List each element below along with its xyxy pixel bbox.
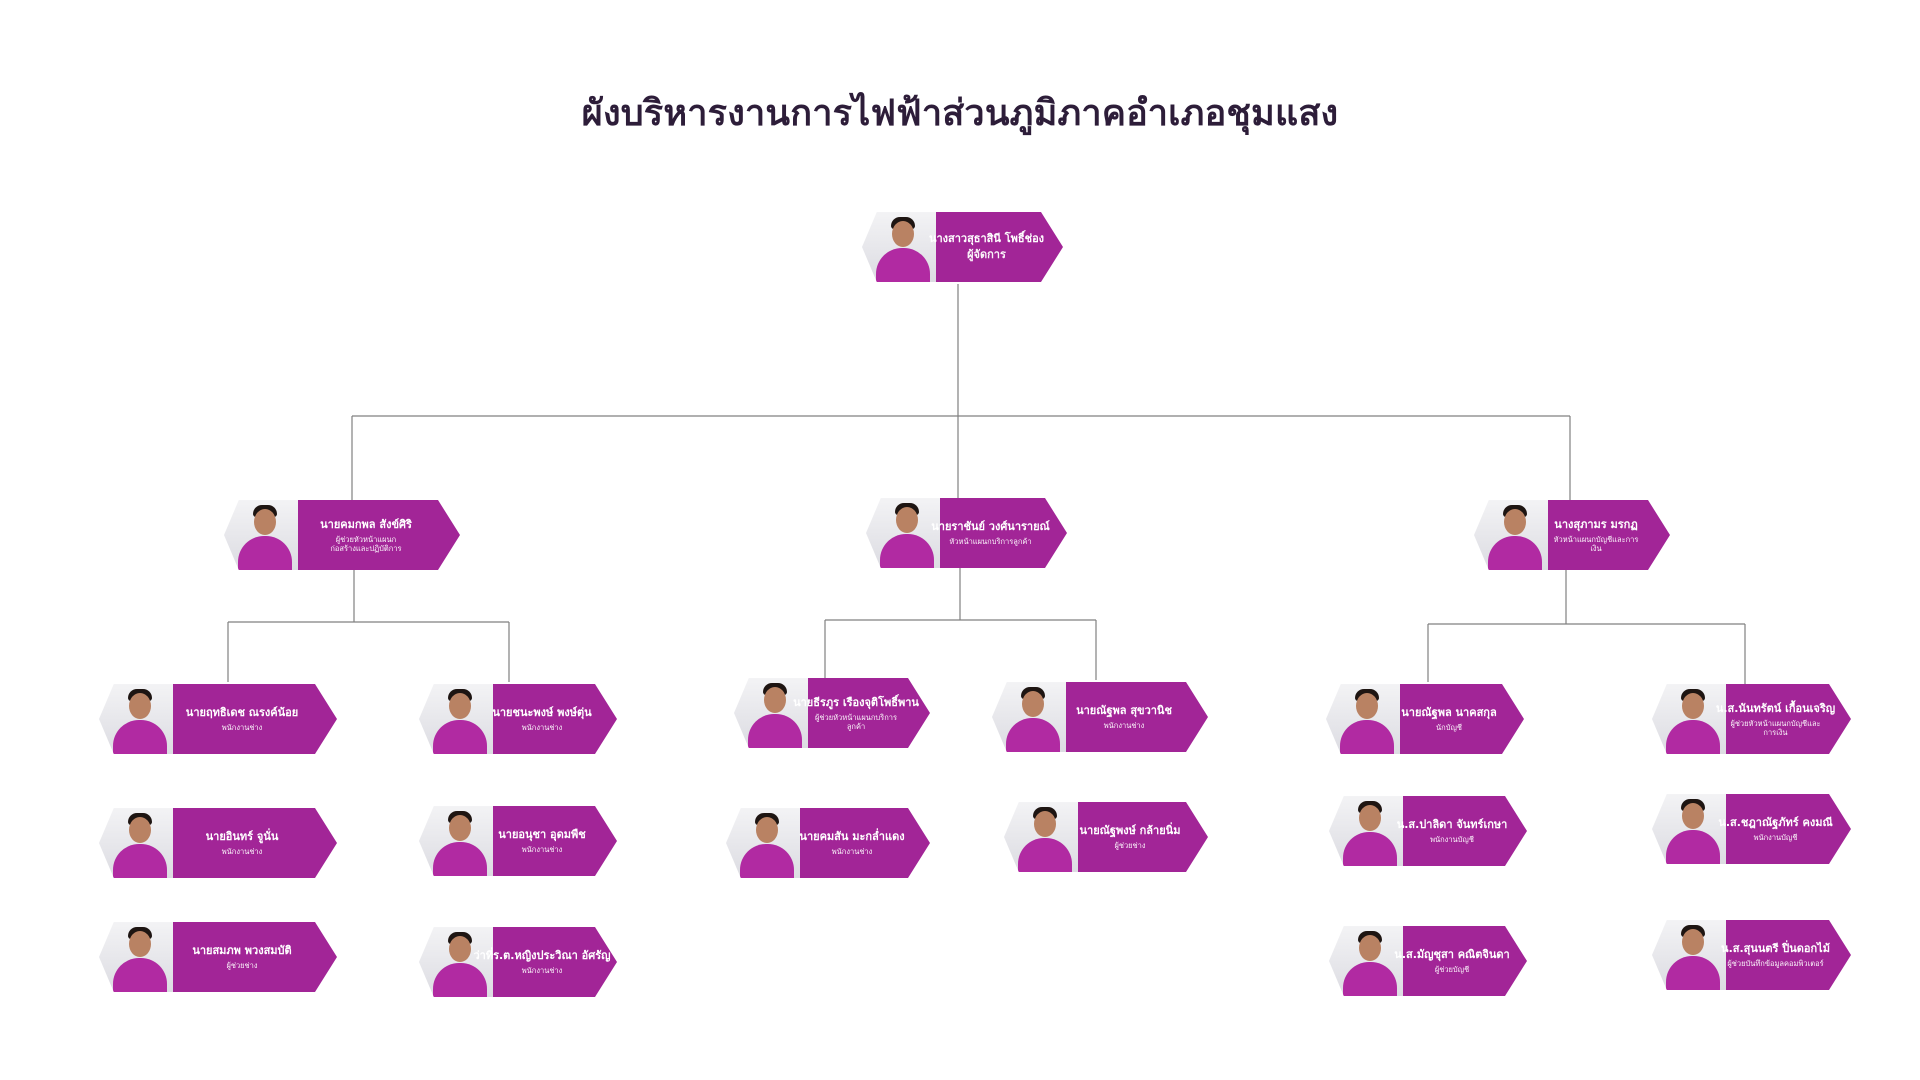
node-staff[interactable]: ว่าที่ร.ต.หญิงประวิณา อัศรัญ พนักงานช่าง — [419, 927, 617, 997]
person-photo — [1329, 796, 1403, 866]
node-banner — [270, 500, 460, 570]
node-staff[interactable]: น.ส.สุนนตรี ปิ่นดอกไม้ ผู้ช่วยบันทึกข้อม… — [1652, 920, 1851, 990]
node-role: ผู้ช่วยช่าง — [1114, 841, 1146, 850]
node-name: นางสุภามร มรกฏ — [1554, 517, 1638, 531]
node-role: พนักงานช่าง — [521, 845, 563, 854]
node-name: นายฤทธิเดช ณรงค์น้อย — [185, 706, 299, 719]
node-staff[interactable]: น.ส.มัญชุสา คณิตจินดา ผู้ช่วยบัญชี — [1329, 926, 1527, 996]
node-role: หัวหน้าแผนกบัญชีและการเงิน — [1553, 534, 1639, 553]
person-photo — [419, 806, 493, 876]
node-name: น.ส.มัญชุสา คณิตจินดา — [1394, 948, 1510, 961]
person-photo — [1329, 926, 1403, 996]
node-role: นักบัญชี — [1436, 723, 1462, 732]
node-staff[interactable]: นายอินทร์ จูนั่น พนักงานช่าง — [99, 808, 337, 878]
node-staff[interactable]: น.ส.ชฎาณัฐภัทร์ คงมณี พนักงานบัญชี — [1652, 794, 1851, 864]
node-name: น.ส.นันทรัตน์ เกื้อนเจริญ — [1715, 701, 1836, 715]
node-manager[interactable]: นางสาวสุธาสินี โพธิ์ช่อง ผู้จัดการ — [862, 212, 1063, 282]
person-photo — [99, 684, 173, 754]
node-staff[interactable]: นายณัฐพล นาคสกุล นักบัญชี — [1326, 684, 1524, 754]
page-title: ผังบริหารงานการไฟฟ้าส่วนภูมิภาคอำเภอชุมแ… — [581, 93, 1339, 134]
node-name: นางสาวสุธาสินี โพธิ์ช่อง — [928, 232, 1045, 245]
node-role: ผู้ช่วยบันทึกข้อมูลคอมพิวเตอร์ — [1727, 959, 1824, 968]
person-photo — [1652, 794, 1726, 864]
node-name: นายราชันย์ วงศ์นารายณ์ — [931, 520, 1050, 533]
person-photo — [1652, 920, 1726, 990]
person-photo — [99, 922, 173, 992]
node-name: นายคมสัน มะกล่ำแดง — [799, 830, 905, 843]
node-name: ว่าที่ร.ต.หญิงประวิณา อัศรัญ — [473, 949, 611, 962]
node-banner — [145, 684, 337, 754]
node-staff[interactable]: นายสมภพ พวงสมบัติ ผู้ช่วยช่าง — [99, 922, 337, 992]
node-role: พนักงานช่าง — [221, 723, 263, 732]
person-photo — [1004, 802, 1078, 872]
node-banner — [1038, 682, 1208, 752]
person-photo — [862, 212, 936, 282]
person-photo — [992, 682, 1066, 752]
node-staff[interactable]: นายอนุชา อุดมพืช พนักงานช่าง — [419, 806, 617, 876]
node-role: ผู้ช่วยช่าง — [226, 961, 258, 970]
node-name: นายณัฐพงษ์ กล้ายนิ่ม — [1079, 824, 1181, 837]
person-photo — [99, 808, 173, 878]
node-staff[interactable]: นายณัฐพงษ์ กล้ายนิ่ม ผู้ช่วยช่าง — [1004, 802, 1208, 872]
node-banner — [145, 808, 337, 878]
node-head-accounting[interactable]: นางสุภามร มรกฏ หัวหน้าแผนกบัญชีและการเงิ… — [1474, 500, 1670, 570]
node-role: พนักงานช่าง — [221, 847, 263, 856]
node-banner — [145, 922, 337, 992]
person-photo — [419, 927, 493, 997]
node-name: นายอนุชา อุดมพืช — [498, 828, 586, 841]
person-photo — [726, 808, 800, 878]
node-staff[interactable]: นายชนะพงษ์ พงษ์ตุ่น พนักงานช่าง — [419, 684, 617, 754]
node-staff[interactable]: นายฤทธิเดช ณรงค์น้อย พนักงานช่าง — [99, 684, 337, 754]
node-role: พนักงานบัญชี — [1430, 835, 1474, 844]
person-photo — [734, 678, 808, 748]
person-photo — [1652, 684, 1726, 754]
node-name: น.ส.ชฎาณัฐภัทร์ คงมณี — [1718, 816, 1833, 829]
node-role: ผู้ช่วยหัวหน้าแผนกบัญชีและการเงิน — [1730, 718, 1821, 737]
node-head-construction[interactable]: นายคมกพล สังข์ศิริ ผู้ช่วยหัวหน้าแผนก ก่… — [224, 500, 460, 570]
node-name: นายอินทร์ จูนั่น — [205, 830, 279, 843]
node-staff[interactable]: นายคมสัน มะกล่ำแดง พนักงานช่าง — [726, 808, 930, 878]
node-role: ผู้จัดการ — [967, 248, 1006, 261]
node-role: พนักงานช่าง — [521, 966, 563, 975]
node-name: น.ส.สุนนตรี ปิ่นดอกไม้ — [1721, 942, 1830, 955]
node-name: นายณัฐพล สุขวานิช — [1076, 704, 1172, 717]
node-role: หัวหน้าแผนกบริการลูกค้า — [949, 537, 1032, 546]
person-photo — [1474, 500, 1548, 570]
node-role: พนักงานช่าง — [521, 723, 563, 732]
node-role: พนักงานบัญชี — [1753, 833, 1798, 842]
node-name: นายธีรภูร เรืองจุติโพธิ์พาน — [793, 695, 919, 709]
node-role: ผู้ช่วยหัวหน้าแผนกบริการลูกค้า — [815, 712, 897, 731]
node-name: น.ส.ปาลิดา จันทร์เกษา — [1396, 818, 1508, 831]
person-photo — [866, 498, 940, 568]
person-photo — [419, 684, 493, 754]
node-role: ผู้ช่วยหัวหน้าแผนก ก่อสร้างและปฏิบัติการ — [330, 534, 402, 553]
person-photo — [1326, 684, 1400, 754]
node-name: นายชนะพงษ์ พงษ์ตุ่น — [492, 706, 592, 719]
node-staff[interactable]: น.ส.ปาลิดา จันทร์เกษา พนักงานบัญชี — [1329, 796, 1527, 866]
node-name: นายคมกพล สังข์ศิริ — [320, 517, 412, 531]
person-photo — [224, 500, 298, 570]
node-name: นายสมภพ พวงสมบัติ — [192, 944, 292, 957]
node-head-customer-service[interactable]: นายราชันย์ วงศ์นารายณ์ หัวหน้าแผนกบริการ… — [866, 498, 1067, 568]
node-role: ผู้ช่วยบัญชี — [1434, 965, 1470, 974]
node-staff[interactable]: นายธีรภูร เรืองจุติโพธิ์พาน ผู้ช่วยหัวหน… — [734, 678, 930, 748]
node-staff[interactable]: น.ส.นันทรัตน์ เกื้อนเจริญ ผู้ช่วยหัวหน้า… — [1652, 684, 1851, 754]
node-name: นายณัฐพล นาคสกุล — [1401, 706, 1497, 719]
node-staff[interactable]: นายณัฐพล สุขวานิช พนักงานช่าง — [992, 682, 1208, 752]
node-role: พนักงานช่าง — [831, 847, 873, 856]
node-role: พนักงานช่าง — [1103, 721, 1145, 730]
